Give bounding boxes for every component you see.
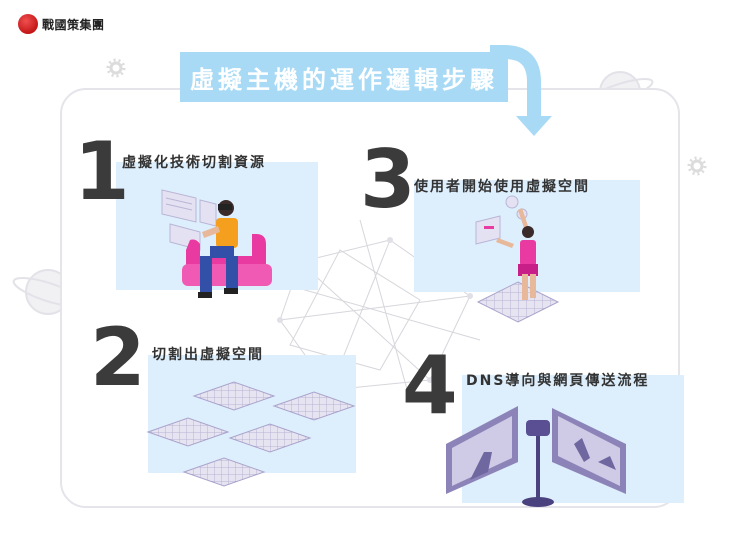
step-4-number: 4 <box>402 339 458 432</box>
vr-user-on-sofa-icon <box>161 189 272 298</box>
step-1-number: 1 <box>74 125 130 218</box>
page-title: 虛擬主機的運作邏輯步驟 <box>190 65 498 94</box>
brand-logo: 戰國策集團 <box>18 14 105 34</box>
brand-name: 戰國策集團 <box>42 17 105 32</box>
step-2-number: 2 <box>90 311 146 404</box>
partitioned-tiles-icon <box>146 381 356 487</box>
step-2-label: 切割出虛擬空間 <box>152 347 264 363</box>
step-1-label: 虛擬化技術切割資源 <box>122 155 266 171</box>
step-3-number: 3 <box>360 133 416 226</box>
vr-user-standing-icon <box>475 195 560 323</box>
step-4-label: DNS導向與網頁傳送流程 <box>466 373 650 389</box>
brand-logo-icon <box>18 14 38 34</box>
projector-screens-icon <box>446 406 626 507</box>
title-banner: 虛擬主機的運作邏輯步驟 <box>180 52 508 102</box>
step-3-label: 使用者開始使用虛擬空間 <box>414 179 590 195</box>
